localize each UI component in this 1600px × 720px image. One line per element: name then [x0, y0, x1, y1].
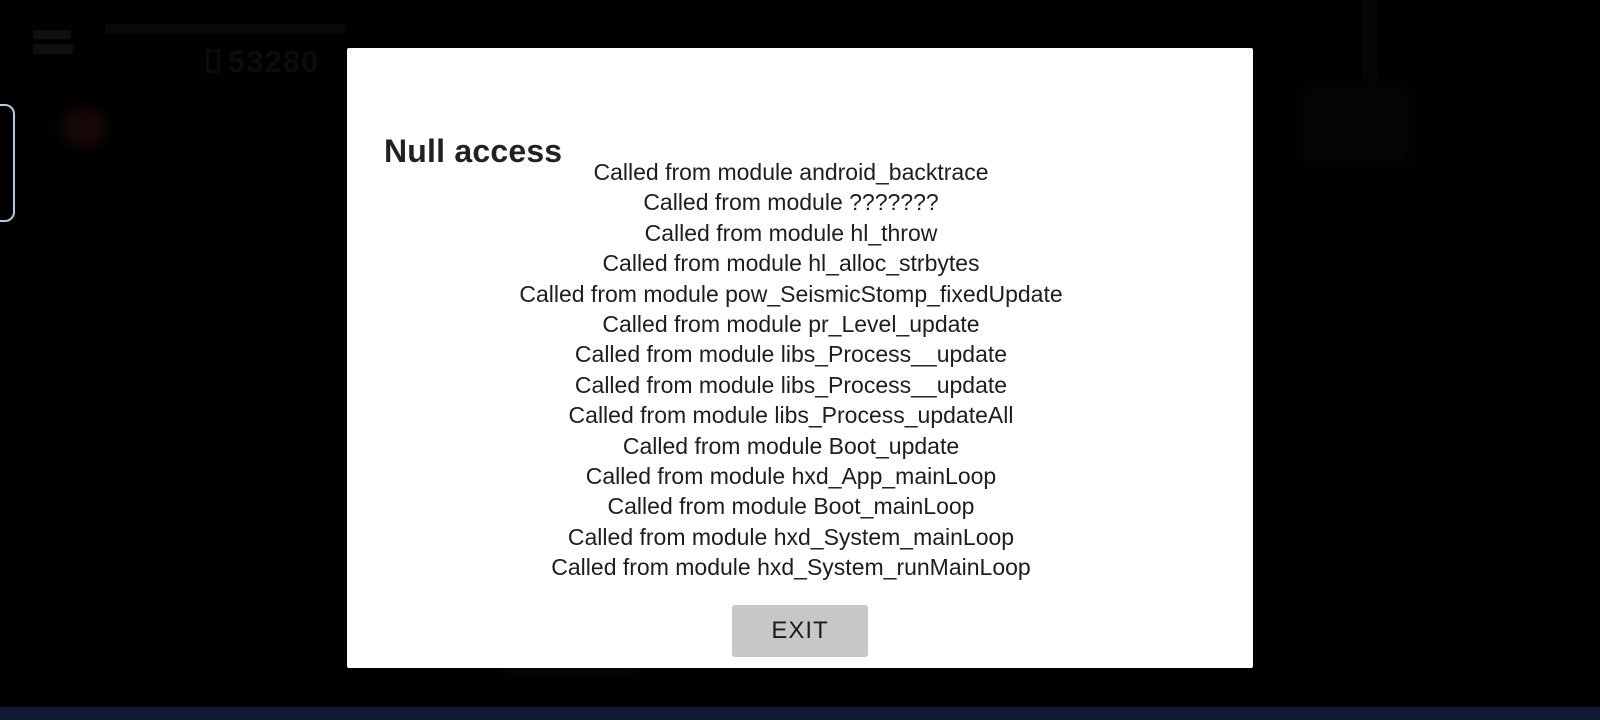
bottom-nav-bar — [0, 707, 1600, 720]
stack-trace-line: Called from module hl_alloc_strbytes — [602, 250, 980, 277]
score-value: 53280 — [228, 44, 320, 79]
stack-trace-line: Called from module android_backtrace — [593, 159, 989, 185]
dialog-title: Null access — [384, 133, 563, 169]
selection-outline-box — [0, 104, 15, 222]
score-icon — [206, 49, 220, 73]
exit-button[interactable]: EXIT — [732, 605, 868, 657]
game-structure-shadow — [1300, 85, 1410, 165]
game-sprite-blob — [62, 108, 106, 146]
stack-trace-line: Called from module libs_Process__update — [574, 371, 1008, 398]
hamburger-menu-icon — [33, 44, 73, 54]
stack-trace-line: Called from module hxd_App_mainLoop — [585, 463, 997, 490]
hud-bar — [105, 24, 345, 33]
error-dialog: Null access Called from module android_b… — [347, 48, 1253, 668]
game-structure-shadow — [1362, 0, 1378, 105]
stack-trace-line: Called from module pow_SeismicStomp_fixe… — [519, 280, 1063, 307]
stack-trace-line: Called from module hxd_System_mainLoop — [567, 523, 1015, 550]
stack-trace-line: Called from module ??????? — [643, 189, 939, 216]
stack-trace-line: Called from module libs_Process_updateAl… — [568, 402, 1014, 429]
stack-trace-line: Called from module libs_Process__update — [574, 341, 1008, 368]
stack-trace-line: Called from module hl_throw — [644, 219, 938, 246]
stack-trace-line: Called from module Boot_update — [622, 432, 960, 459]
hamburger-menu-icon — [33, 30, 71, 39]
stack-trace-line: Called from module pr_Level_update — [602, 311, 980, 338]
stack-trace-line: Called from module hxd_System_runMainLoo… — [551, 554, 1031, 581]
stack-trace-line: Called from module Boot_mainLoop — [607, 493, 975, 520]
